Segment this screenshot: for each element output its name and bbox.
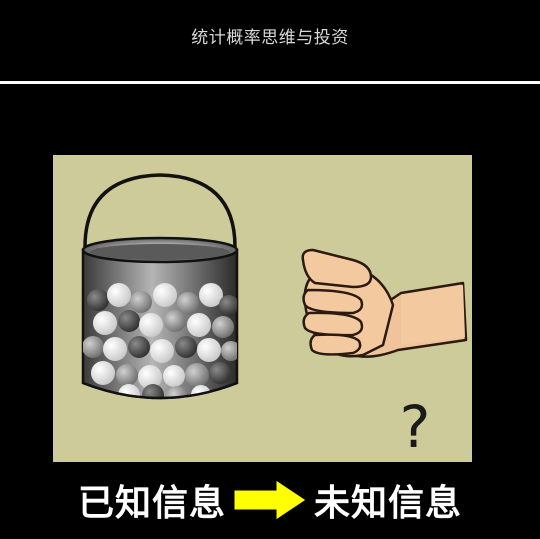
right-arrow-icon (233, 479, 307, 521)
illustration-panel: ? (53, 155, 472, 462)
closed-hand-icon (301, 248, 468, 358)
page-title: 统计概率思维与投资 (191, 27, 349, 48)
header-divider (0, 81, 540, 84)
page-header: 统计概率思维与投资 (0, 0, 540, 70)
caption-row: 已知信息 未知信息 (0, 466, 540, 534)
question-mark-icon: ? (400, 393, 431, 461)
known-info-label: 已知信息 (77, 483, 226, 524)
bucket-of-balls-icon (81, 173, 239, 400)
unknown-info-label: 未知信息 (314, 483, 463, 524)
